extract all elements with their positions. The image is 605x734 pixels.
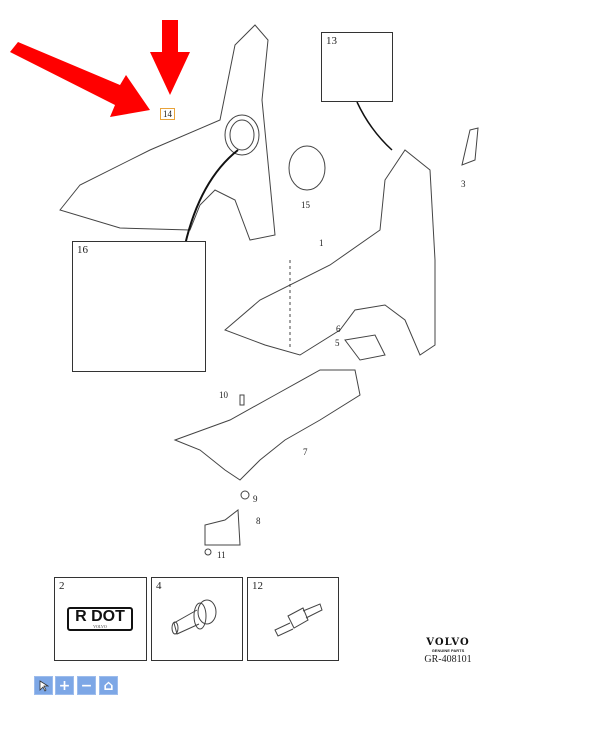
callout-1[interactable]: 1 [319,238,324,248]
select-tool-button[interactable] [34,676,53,695]
subframe [173,369,361,481]
callout-5[interactable]: 5 [335,338,340,348]
inset-16: 16 [72,241,206,372]
inset-13: 13 [321,32,393,102]
pointer-icon [39,679,49,692]
arrow-icon [10,42,150,117]
arrow-icon [150,20,190,95]
callout-10[interactable]: 10 [219,390,228,400]
home-button[interactable]: ⌂ [99,676,118,695]
minus-icon: − [80,677,93,694]
zoom-in-button[interactable]: + [55,676,74,695]
inset-number: 4 [156,580,162,592]
inset-number: 16 [77,244,88,256]
inset-12: 12 [247,577,339,661]
bolt-icon [171,599,217,635]
diagram-code: GR-408101 [424,654,472,665]
callout-6[interactable]: 6 [336,324,341,334]
fuel-door-opening [224,114,260,156]
fender-upper [59,24,276,241]
stud-icon [274,603,323,637]
r-dot-plate: R DOT VOLVO [67,607,133,631]
seal-ring-15 [288,145,326,191]
plus-icon: + [58,677,71,694]
callout-3[interactable]: 3 [461,179,466,189]
volvo-logo: VOLVO GENUINE PARTS GR-408101 [420,637,476,665]
inset-2: 2 R DOT VOLVO [54,577,147,661]
callout-9[interactable]: 9 [253,494,258,504]
plate-sub: VOLVO [93,624,107,629]
plate-text: R DOT [75,608,125,625]
zoom-out-button[interactable]: − [77,676,96,695]
logo-sub: GENUINE PARTS [431,648,465,653]
inset-number: 12 [252,580,263,592]
inset-number: 2 [59,580,65,592]
home-icon: ⌂ [103,677,114,694]
inset-number: 13 [326,35,337,47]
inset-4: 4 [151,577,243,661]
logo-brand: VOLVO [426,637,470,648]
fender-main [224,149,436,356]
callout-8[interactable]: 8 [256,516,261,526]
callout-14[interactable]: 14 [160,108,175,120]
callout-7[interactable]: 7 [303,447,308,457]
callout-11[interactable]: 11 [217,550,226,560]
callout-15[interactable]: 15 [301,200,310,210]
